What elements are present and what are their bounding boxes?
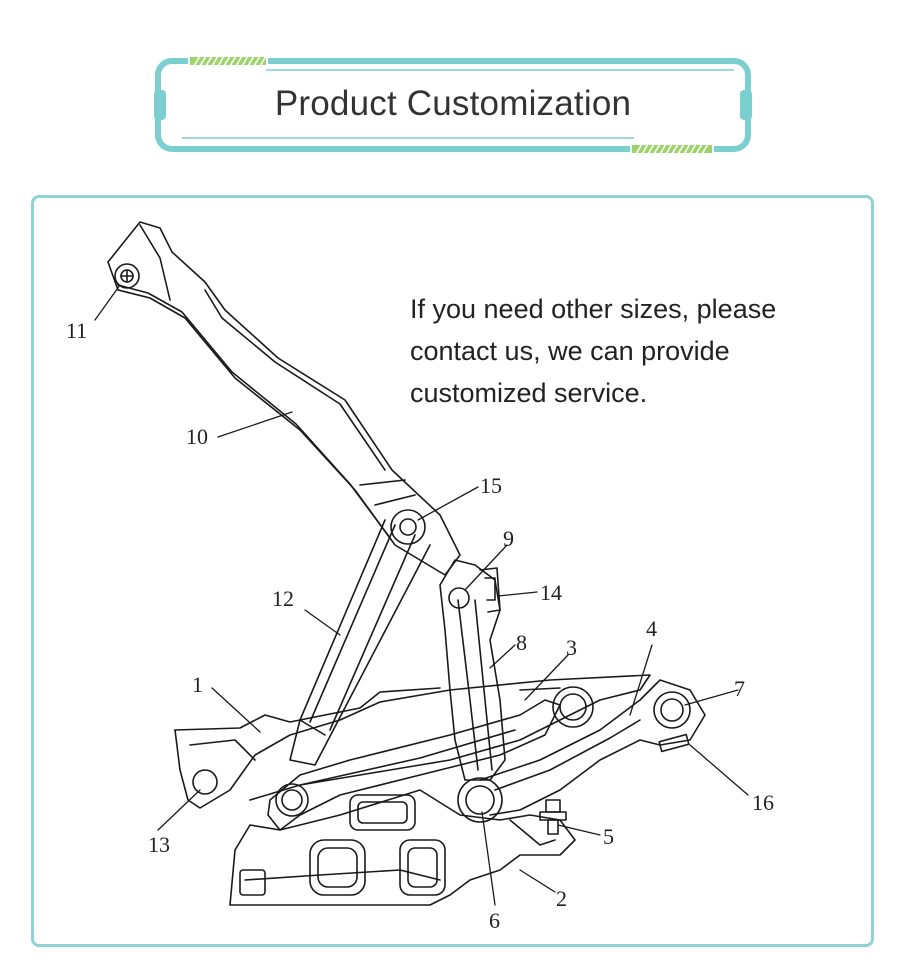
part-arm-4 xyxy=(479,679,706,816)
stripe-bottom-right xyxy=(630,143,714,153)
note-line-3: customized service. xyxy=(410,378,648,408)
callout-numbers: 11 10 15 9 14 12 8 3 4 7 1 13 5 16 2 6 xyxy=(66,318,774,933)
note-line-1: If you need other sizes, please xyxy=(410,294,777,324)
part-base-2 xyxy=(229,789,576,906)
part-arm-10 xyxy=(107,221,461,576)
callout-9: 9 xyxy=(503,526,514,551)
callout-8: 8 xyxy=(516,630,527,655)
callout-7: 7 xyxy=(734,676,745,701)
callout-6: 6 xyxy=(489,908,500,933)
part-plate-1 xyxy=(174,674,651,809)
page-title: Product Customization xyxy=(274,84,632,123)
callout-12: 12 xyxy=(272,586,294,611)
content-panel xyxy=(31,195,874,947)
callout-16: 16 xyxy=(752,790,774,815)
header-frame xyxy=(154,57,752,153)
note-line-2: contact us, we can provide xyxy=(410,336,730,366)
callout-3: 3 xyxy=(566,635,577,660)
callout-11: 11 xyxy=(66,318,87,343)
header-banner: Product Customization xyxy=(154,57,752,153)
customization-note: If you need other sizes, please contact … xyxy=(410,288,850,414)
callout-14: 14 xyxy=(540,580,562,605)
callout-10: 10 xyxy=(186,424,208,449)
callout-1: 1 xyxy=(192,672,203,697)
callout-15: 15 xyxy=(480,473,502,498)
callout-4: 4 xyxy=(646,616,657,641)
callout-13: 13 xyxy=(148,832,170,857)
part-bolt-5 xyxy=(539,799,567,835)
callout-2: 2 xyxy=(556,886,567,911)
part-link-8 xyxy=(439,559,506,781)
callout-5: 5 xyxy=(603,824,614,849)
stripe-top-left xyxy=(188,57,268,67)
part-pivot-6 xyxy=(457,777,503,823)
leader-lines xyxy=(94,284,749,906)
part-crosslink-3 xyxy=(267,699,561,831)
part-pivot-15 xyxy=(390,509,426,545)
